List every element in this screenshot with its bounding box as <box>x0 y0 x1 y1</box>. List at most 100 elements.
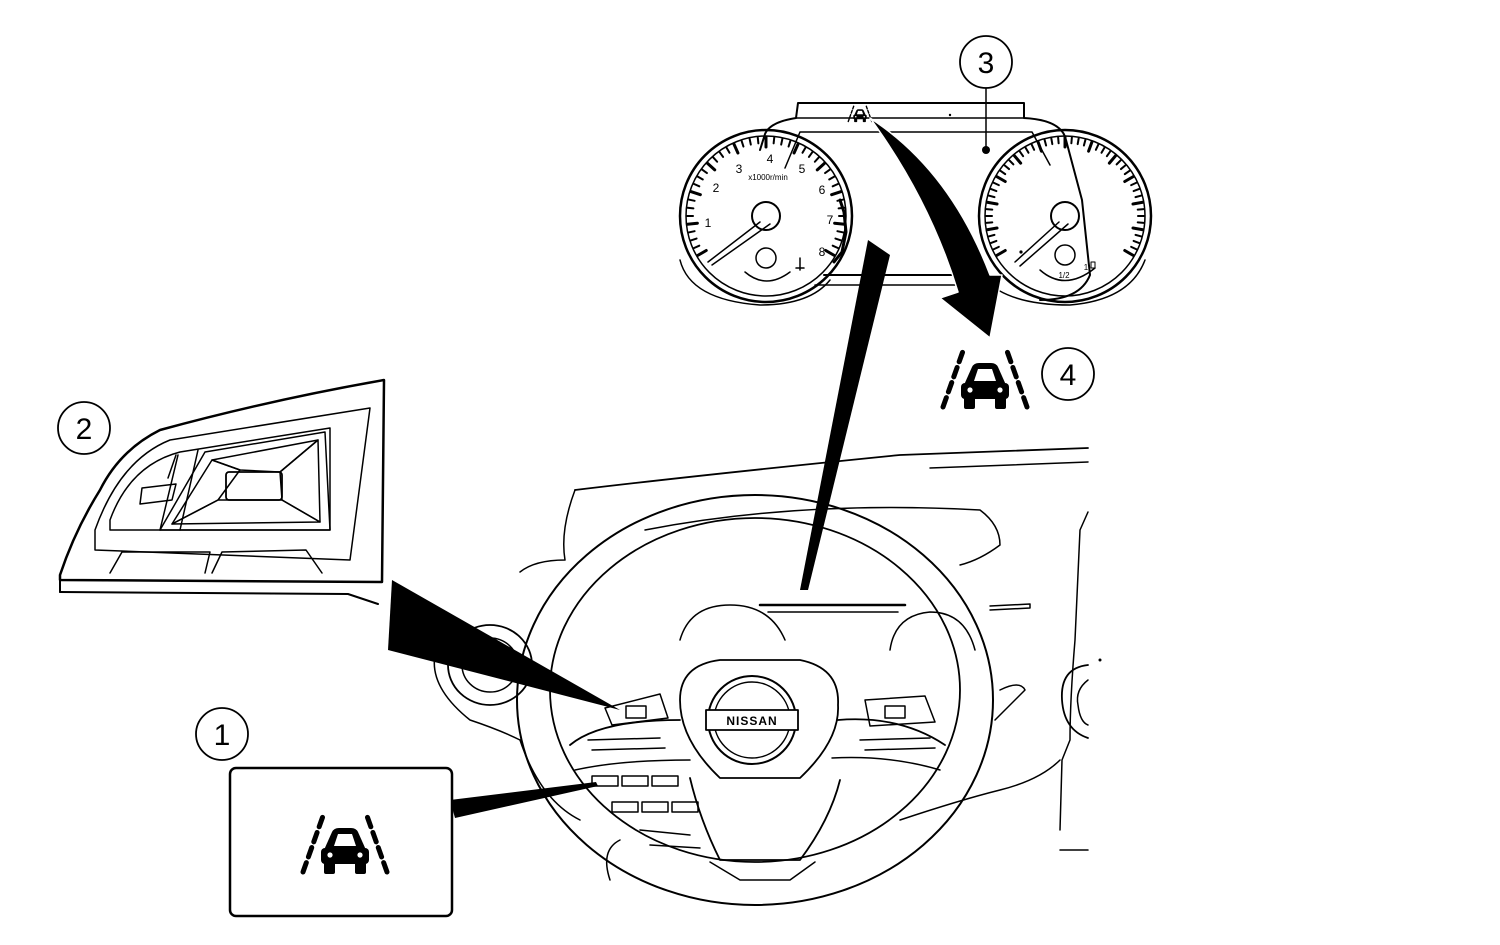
gauge-tick <box>772 136 776 145</box>
gauge-tick <box>824 168 831 175</box>
wheel-right-ok-button[interactable] <box>884 705 906 719</box>
speedometer-ticks <box>985 135 1145 257</box>
gauge-tick <box>692 182 701 188</box>
gauge-tick <box>787 139 792 148</box>
gauge-tick <box>985 200 999 206</box>
gauge-tick <box>1130 181 1138 187</box>
gauge-tick <box>792 142 800 155</box>
gauge-tick <box>687 230 696 234</box>
gauge-tick <box>1076 137 1080 146</box>
cluster-lane-indicator-icon <box>847 105 873 123</box>
gauge-tick <box>830 190 843 197</box>
gauge-tick <box>828 175 836 181</box>
callout-4: 4 <box>943 347 1095 409</box>
tach-num-8: 8 <box>819 245 826 259</box>
gauge-tick <box>1024 146 1030 154</box>
callout-2: 2 <box>57 401 111 455</box>
wheel-left-button-6[interactable] <box>671 801 699 813</box>
gauge-tick <box>1107 153 1118 165</box>
gauge-tick <box>689 190 702 197</box>
wheel-left-button-3[interactable] <box>651 775 679 787</box>
tachometer: x1000r/min 1 2 3 4 5 6 7 8 <box>678 128 854 304</box>
gauge-tick <box>1043 138 1048 147</box>
gauge-tick <box>1130 245 1138 251</box>
wheel-left-button-2[interactable] <box>621 775 649 787</box>
gauge-tick <box>985 208 994 211</box>
fuel-pump-icon <box>1090 261 1096 269</box>
gauge-tick <box>1105 150 1112 158</box>
tachometer-unit-label: x1000r/min <box>748 173 788 182</box>
gauge-tick <box>1131 226 1145 232</box>
phone-button[interactable] <box>139 483 177 505</box>
gauge-tick <box>1132 239 1141 245</box>
gauge-tick <box>712 156 719 163</box>
pointer-to-switch-detail <box>388 580 620 710</box>
gauge-tick <box>718 151 725 158</box>
wheel-left-button-4[interactable] <box>611 801 639 813</box>
gauge-tick <box>833 221 847 226</box>
gauge-tick <box>824 249 836 257</box>
gauge-tick <box>689 237 698 242</box>
gauge-tick <box>1123 175 1135 183</box>
gauge-tick <box>1003 164 1011 171</box>
callout-3: 3 <box>959 35 1013 154</box>
callout-1: 1 <box>195 707 454 918</box>
callout-4-number: 4 <box>1060 359 1077 392</box>
tach-num-6: 6 <box>819 183 826 197</box>
gauge-tick <box>815 161 827 172</box>
gauge-tick <box>696 175 704 181</box>
gauge-tick <box>1012 153 1023 165</box>
gauge-tick <box>989 239 998 245</box>
gauge-tick <box>701 168 708 175</box>
gauge-tick <box>995 175 1007 183</box>
gauge-tick <box>813 156 820 163</box>
gauge-tick <box>831 182 840 188</box>
wheel-left-button-5[interactable] <box>641 801 669 813</box>
gauge-tick <box>1136 208 1145 211</box>
instrument-cluster: x1000r/min 1 2 3 4 5 6 7 8 <box>678 102 1153 306</box>
gauge-tick <box>989 187 998 193</box>
fuel-half-label: 1/2 <box>1058 271 1070 280</box>
gauge-tick <box>1123 249 1135 257</box>
wheel-left-button-1[interactable] <box>591 775 619 787</box>
callout-2-number: 2 <box>76 413 93 446</box>
lower-left-button[interactable] <box>109 551 211 574</box>
lower-right-button[interactable] <box>211 549 323 574</box>
gauge-tick <box>756 136 760 145</box>
gauge-tick <box>1057 136 1060 145</box>
arrow-to-lane-icon <box>869 117 1003 339</box>
gauge-tick <box>1119 164 1127 171</box>
callout-1-number: 1 <box>214 719 231 752</box>
gauge-tick <box>985 226 999 232</box>
tach-num-3: 3 <box>736 162 743 176</box>
wheel-left-ok-button[interactable] <box>625 705 647 719</box>
tach-num-5: 5 <box>799 162 806 176</box>
gauge-tick <box>696 249 708 257</box>
gauge-tick <box>1134 194 1143 199</box>
gauge-tick <box>1050 137 1054 146</box>
gauge-tick <box>985 221 994 224</box>
gauge-tick <box>685 221 699 226</box>
gauge-tick <box>748 137 752 146</box>
gauge-tick <box>992 181 1000 187</box>
tach-num-1: 1 <box>705 216 712 230</box>
gauge-tick <box>1070 136 1073 145</box>
nissan-logo: NISSAN <box>705 675 799 765</box>
steering-switch-detail <box>58 378 386 605</box>
callout-3-number: 3 <box>978 47 995 80</box>
gauge-tick <box>1082 138 1087 147</box>
gauge-tick <box>831 244 840 250</box>
gauge-tick <box>1008 159 1015 166</box>
gauge-tick <box>1136 221 1145 224</box>
wheel-right-switches <box>859 695 936 751</box>
gauge-tick <box>836 230 845 234</box>
fuel-full-label: 1 <box>1084 263 1089 272</box>
dpad-ok-button[interactable] <box>225 471 283 501</box>
gauge-tick <box>1132 187 1141 193</box>
gauge-tick <box>987 233 996 238</box>
gauge-tick <box>807 151 814 158</box>
gauge-tick <box>1018 150 1025 158</box>
gauge-tick <box>999 169 1007 176</box>
gauge-tick <box>1134 233 1143 238</box>
